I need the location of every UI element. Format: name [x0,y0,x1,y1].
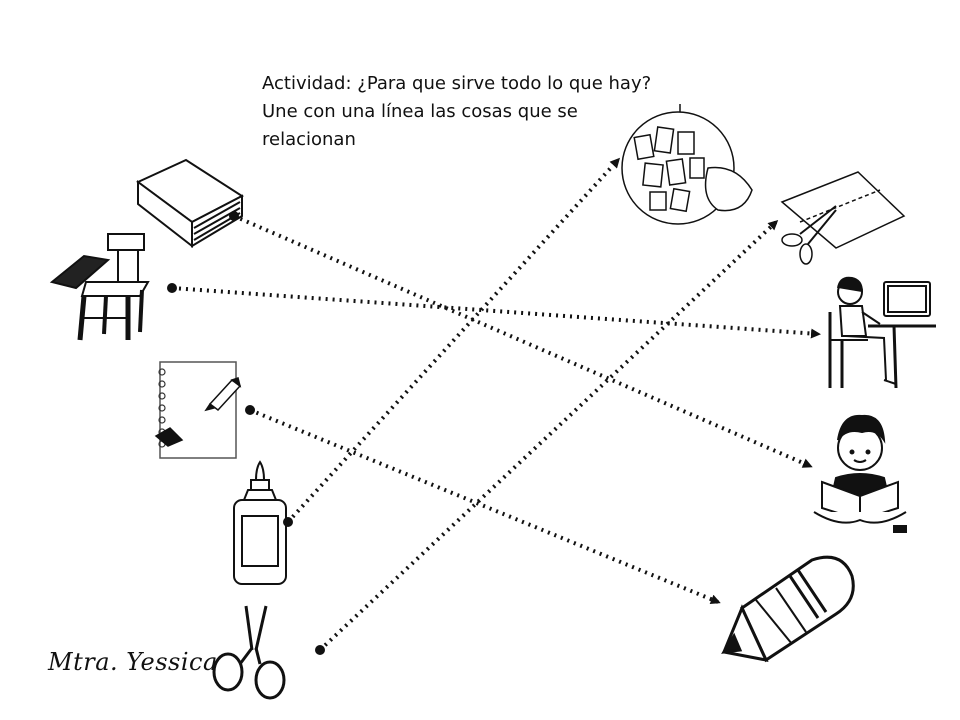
student-at-computer-icon [828,276,936,389]
cut-paper-icon [780,171,906,265]
school-desk-icon [49,233,150,341]
start-dot-scissors [315,645,325,655]
connection-notebook-pencil [249,408,721,604]
instruction-line-1: Actividad: ¿Para que sirve todo lo que h… [262,73,652,94]
start-dot-glue [283,517,293,527]
start-dot-notebook [245,405,255,415]
scissors-icon [212,605,286,700]
author-signature: Mtra. Yessica [48,648,218,676]
start-dot-desk [167,283,177,293]
pinata-craft-icon [621,104,753,225]
connection-book-reading [233,214,813,468]
pencil-icon [721,555,855,663]
notebook-icon [154,361,242,459]
book-icon [136,158,244,249]
start-dot-book [229,211,239,221]
instruction-line-3: relacionan [262,129,356,150]
instruction-line-2: Une con una línea las cosas que se [262,101,578,122]
glue-bottle-icon [233,460,287,585]
connection-glue-pinata [286,157,621,524]
connection-scissors-paper [318,219,779,652]
child-reading-icon [813,414,907,533]
activity-instructions: Actividad: ¿Para que sirve todo lo que h… [262,70,732,154]
connection-desk-student [171,286,821,339]
